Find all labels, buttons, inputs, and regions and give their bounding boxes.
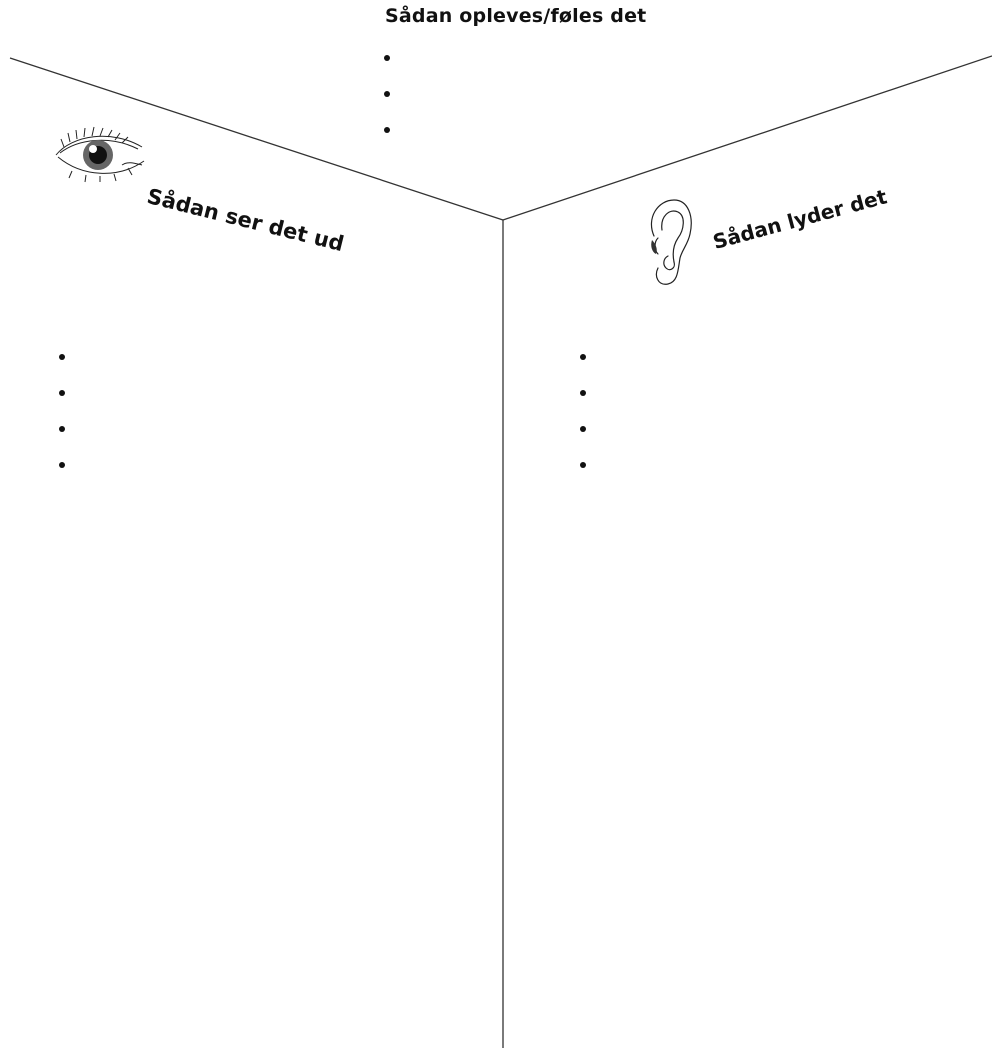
ear-icon bbox=[638, 196, 694, 288]
eye-icon bbox=[52, 125, 148, 183]
heading-feels: Sådan opleves/føles det bbox=[385, 7, 646, 26]
divider-top-right bbox=[503, 56, 992, 220]
